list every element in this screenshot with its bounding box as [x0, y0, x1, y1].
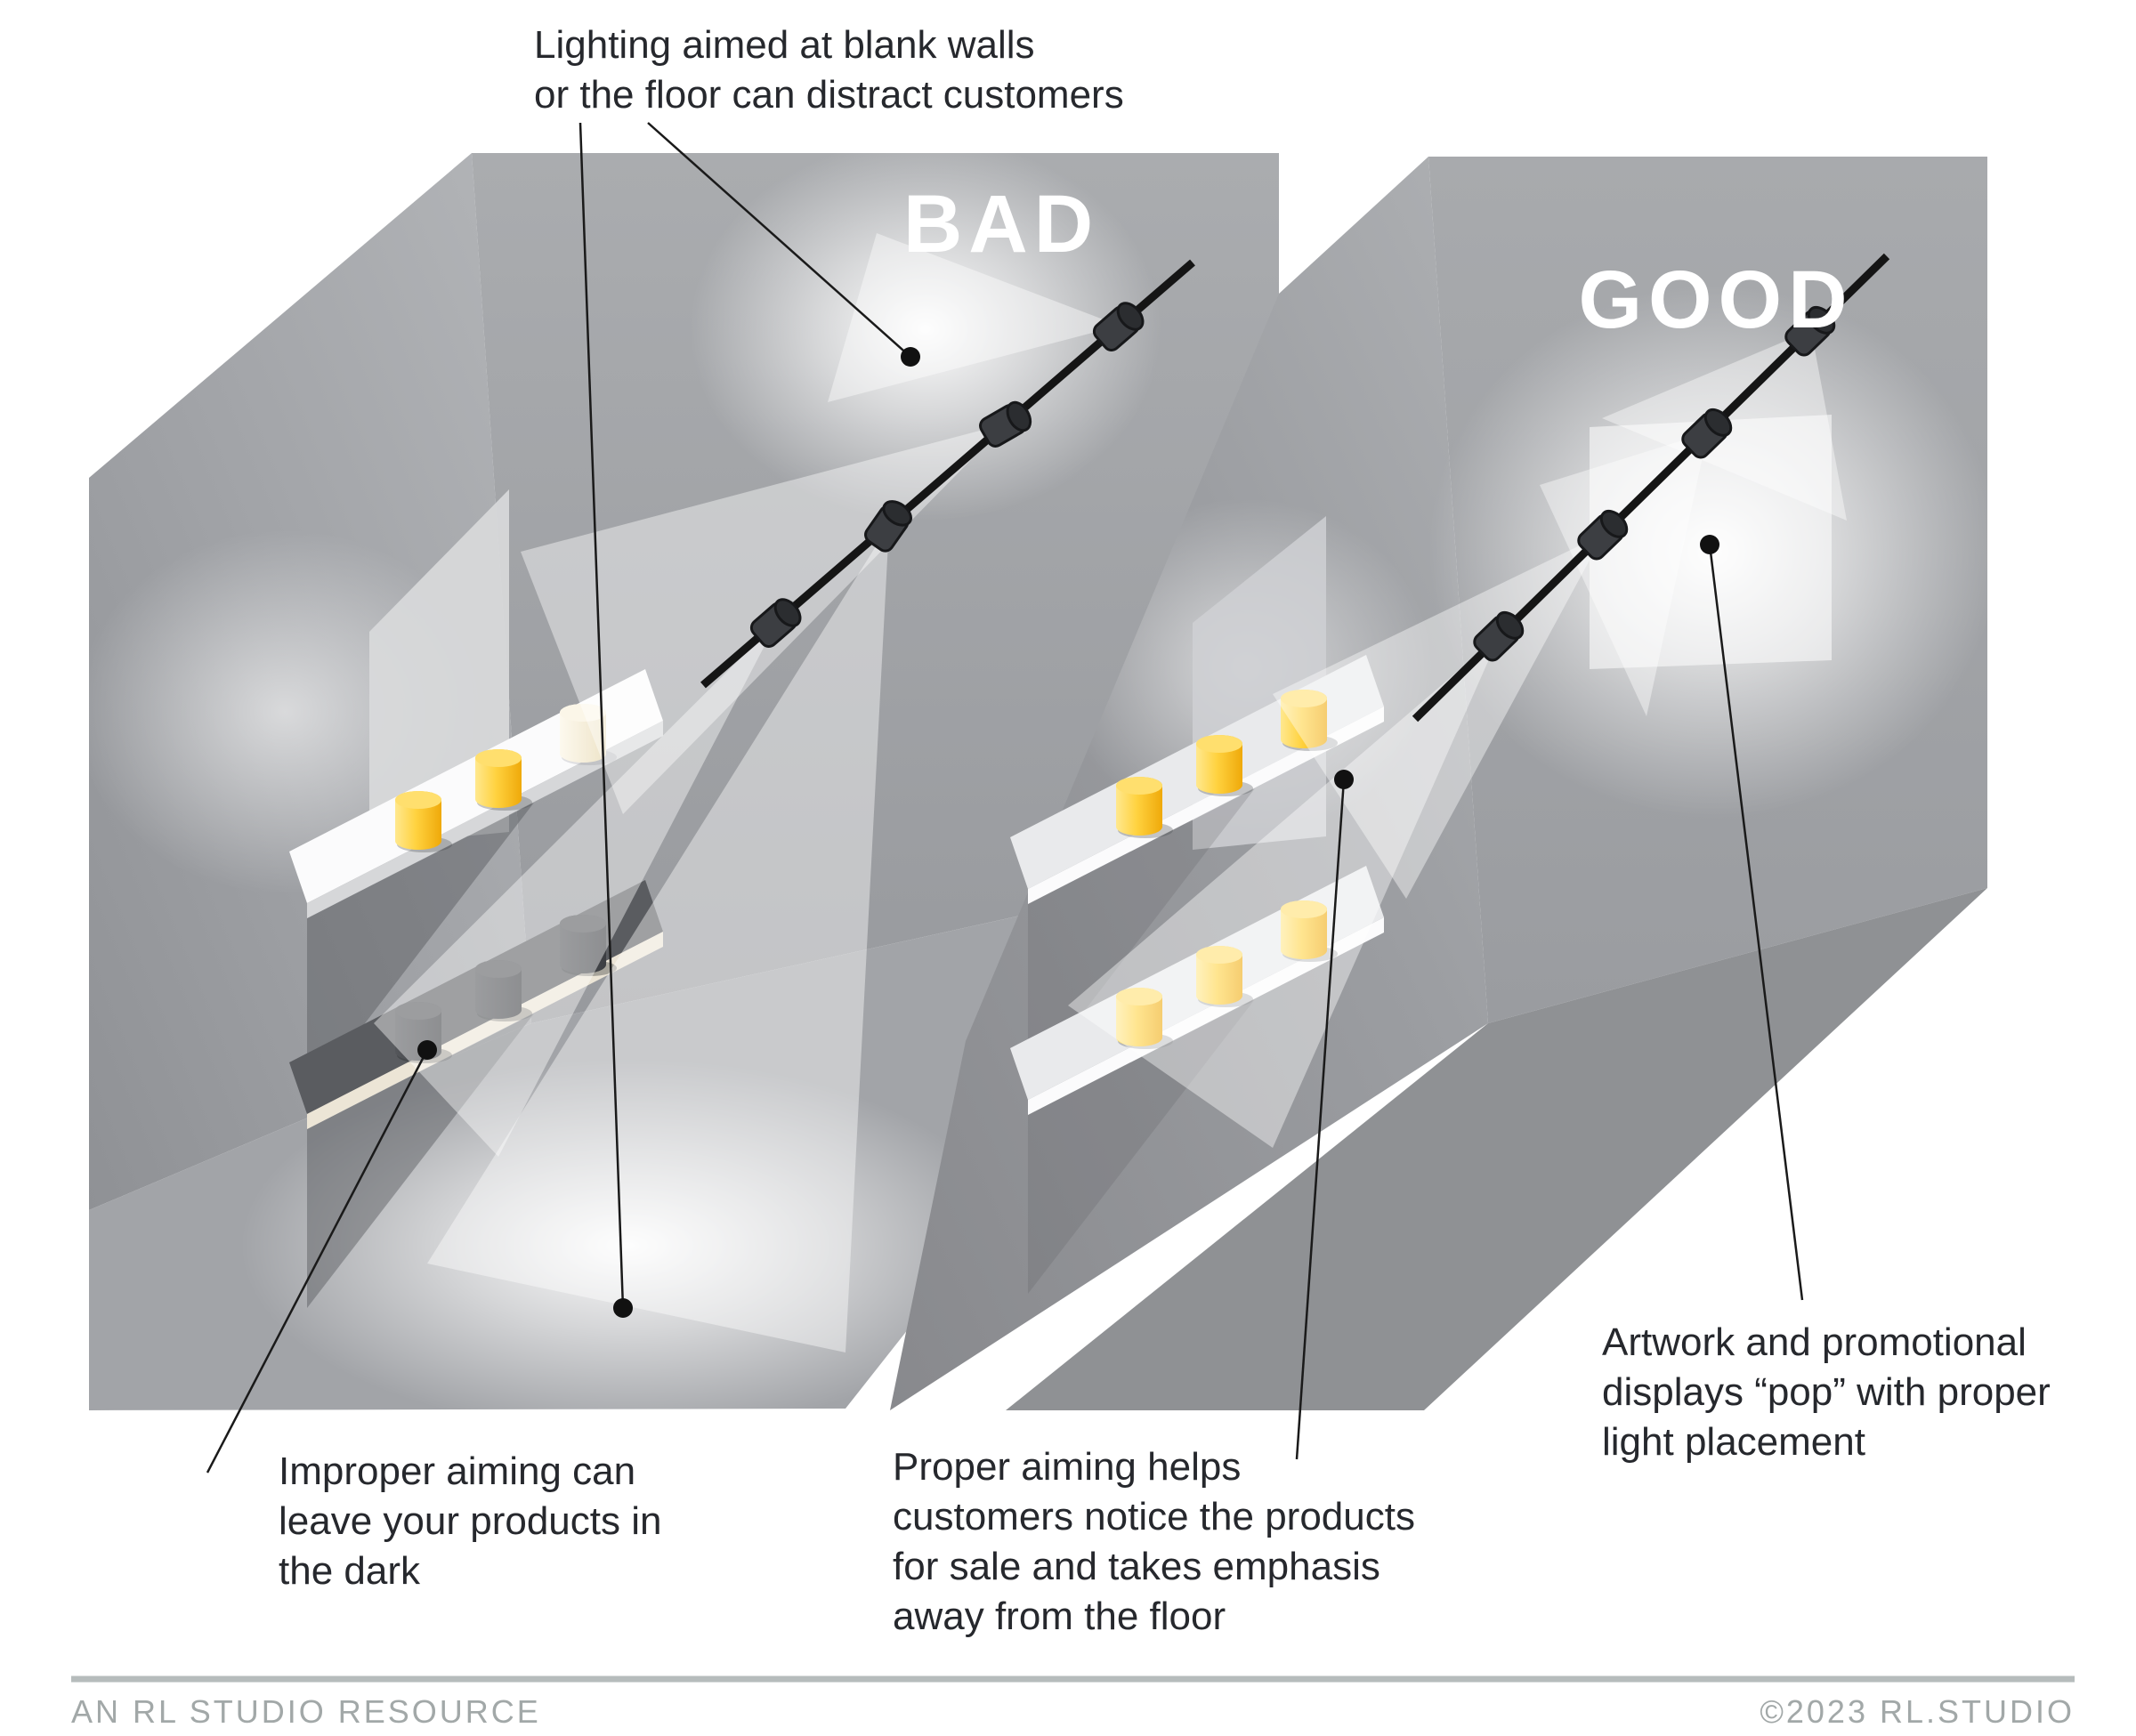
leader-lines — [206, 122, 1804, 1474]
bad-wall-light-spot — [690, 138, 1161, 521]
annotation-line: Proper aiming helps — [893, 1445, 1241, 1489]
light-beam-cone — [1540, 432, 1708, 716]
good-upper-shelf — [1010, 655, 1384, 904]
leader-line — [647, 122, 911, 358]
good-room-label: GOOD — [1578, 254, 1853, 345]
annotation-line: Improper aiming can — [279, 1449, 635, 1493]
leader-line — [1708, 544, 1804, 1301]
leader-dot — [613, 1298, 633, 1318]
annotation-line: leave your products in — [279, 1499, 661, 1543]
leader-line — [1295, 779, 1346, 1460]
light-beam-cone — [828, 233, 1120, 402]
leader-dot — [1700, 535, 1719, 554]
annotation-line: for sale and takes emphasis — [893, 1545, 1380, 1588]
annotation-artwork: Artwork and promotional displays “pop” w… — [1602, 1320, 2051, 1464]
good-lower-shelf — [1010, 866, 1384, 1115]
good-floor — [1006, 888, 1987, 1410]
room-good: GOOD — [890, 157, 1998, 1410]
footer-left-text: AN RL STUDIO RESOURCE — [71, 1693, 541, 1730]
bad-lower-shelf — [289, 880, 663, 1129]
footer-right-text: ©2023 RL.STUDIO — [1760, 1693, 2075, 1730]
leader-line — [578, 122, 625, 1309]
leader-line — [206, 1049, 429, 1474]
bad-upper-shelf — [289, 669, 663, 918]
annotation-line: Lighting aimed at blank walls — [534, 23, 1035, 67]
footer: AN RL STUDIO RESOURCE ©2023 RL.STUDIO — [71, 1675, 2075, 1730]
annotation-proper: Proper aiming helps customers notice the… — [893, 1445, 1415, 1638]
room-bad: BAD — [76, 138, 1279, 1433]
annotation-line: Artwork and promotional — [1602, 1320, 2027, 1364]
good-shelf-shadow-lower — [1028, 999, 1255, 1294]
bad-shelf-shadow-lower — [307, 1013, 534, 1308]
leader-dot — [1334, 770, 1354, 789]
annotation-top: Lighting aimed at blank walls or the flo… — [534, 23, 1124, 117]
bad-floor-light-pool — [240, 1059, 1015, 1433]
annotation-line: customers notice the products — [893, 1495, 1415, 1538]
annotation-line: away from the floor — [893, 1595, 1226, 1638]
bad-artwork-panel — [369, 489, 509, 845]
annotation-line: displays “pop” with proper — [1602, 1370, 2051, 1414]
annotation-line: light placement — [1602, 1420, 1865, 1464]
bad-room-label: BAD — [903, 179, 1099, 270]
light-beam-cone — [1068, 635, 1500, 1148]
leader-dot — [417, 1040, 437, 1060]
light-beam-cone — [427, 525, 889, 1352]
annotation-line: the dark — [279, 1549, 421, 1593]
light-beam-cone — [374, 622, 777, 1157]
annotation-improper: Improper aiming can leave your products … — [279, 1449, 661, 1593]
leader-dot — [901, 347, 920, 367]
annotation-line: or the floor can distract customers — [534, 73, 1124, 117]
